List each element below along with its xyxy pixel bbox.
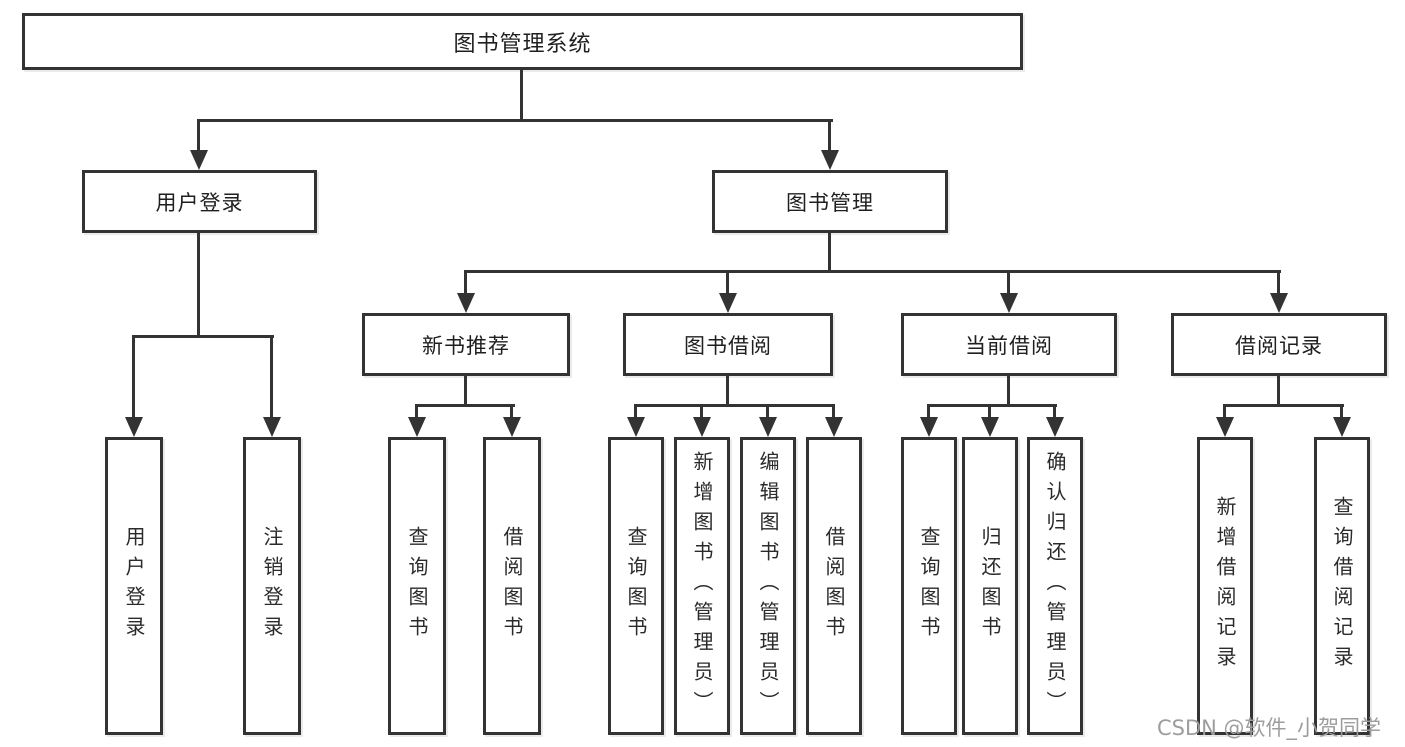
connector-stub (828, 119, 831, 151)
connector-stub (1340, 404, 1343, 418)
connector-user-login-hline (132, 335, 274, 338)
node-label: 查询借阅记录 (1330, 496, 1354, 676)
node-book-management: 图书管理 (712, 170, 948, 233)
connector-stub (832, 404, 835, 418)
node-label: 借阅图书 (500, 526, 524, 646)
node-label: 确认归还（管理员） (1043, 451, 1067, 721)
node-label: 用户登录 (155, 190, 244, 215)
leaf-search-books-current: 查询图书 (901, 437, 957, 735)
leaf-borrow-books-borrowing: 借阅图书 (806, 437, 862, 735)
node-label: 新书推荐 (422, 333, 510, 358)
arrowhead-down (125, 417, 143, 437)
node-label: 图书管理系统 (453, 31, 592, 57)
arrowhead-down (759, 417, 777, 437)
node-label: 图书借阅 (684, 333, 772, 358)
node-label: 查询图书 (405, 526, 429, 646)
connector-vline (1007, 376, 1010, 407)
arrowhead-down (920, 417, 938, 437)
node-user-login: 用户登录 (82, 170, 317, 233)
node-label: 注销登录 (260, 526, 284, 646)
arrowhead-down (1000, 293, 1018, 313)
connector-stub (270, 335, 273, 418)
arrowhead-down (408, 417, 426, 437)
leaf-add-book-admin: 新增图书（管理员） (674, 437, 730, 735)
arrowhead-down (1216, 417, 1234, 437)
connector-root-vline (520, 70, 523, 122)
connector-user-login-vline (197, 233, 200, 338)
connector-vline (1277, 376, 1280, 407)
node-label: 查询图书 (917, 526, 941, 646)
node-library-management-system: 图书管理系统 (22, 13, 1023, 70)
connector-stub (1007, 270, 1010, 294)
node-new-book-recommend: 新书推荐 (362, 313, 570, 376)
connector-hline (927, 404, 1057, 407)
node-current-borrowing: 当前借阅 (901, 313, 1117, 376)
connector-hline (634, 404, 835, 407)
leaf-edit-book-admin: 编辑图书（管理员） (740, 437, 796, 735)
connector-stub (1277, 270, 1280, 294)
node-label: 当前借阅 (965, 333, 1053, 358)
connector-stub (927, 404, 930, 418)
arrowhead-down (981, 417, 999, 437)
node-label: 图书管理 (786, 190, 874, 215)
connector-stub (464, 270, 467, 294)
arrowhead-down (1046, 417, 1064, 437)
connector-hline (1223, 404, 1344, 407)
arrowhead-down (190, 150, 208, 170)
connector-stub (988, 404, 991, 418)
node-label: 新增借阅记录 (1213, 496, 1237, 676)
connector-stub (1223, 404, 1226, 418)
connector-book-mgmt-vline (828, 233, 831, 273)
connector-stub (1053, 404, 1056, 418)
node-label: 新增图书（管理员） (690, 451, 714, 721)
arrowhead-down (693, 417, 711, 437)
arrowhead-down (1270, 293, 1288, 313)
arrowhead-down (503, 417, 521, 437)
leaf-return-book: 归还图书 (962, 437, 1018, 735)
leaf-add-borrow-record: 新增借阅记录 (1197, 437, 1253, 735)
csdn-watermark: CSDN @软件_小贺同学 (1157, 716, 1382, 740)
connector-vline (464, 376, 467, 407)
node-label: 用户登录 (122, 526, 146, 646)
leaf-search-books-borrowing: 查询图书 (608, 437, 664, 735)
arrowhead-down (263, 417, 281, 437)
arrowhead-down (627, 417, 645, 437)
leaf-search-books-recommend: 查询图书 (388, 437, 446, 735)
connector-stub (700, 404, 703, 418)
node-label: 借阅记录 (1235, 333, 1323, 358)
connector-root-hline (197, 119, 833, 122)
connector-vline (726, 376, 729, 407)
connector-stub (132, 335, 135, 418)
connector-book-mgmt-hline (464, 270, 1281, 273)
node-book-borrowing: 图书借阅 (623, 313, 833, 376)
node-label: 借阅图书 (822, 526, 846, 646)
connector-stub (634, 404, 637, 418)
node-label: 编辑图书（管理员） (756, 451, 780, 721)
node-label: 归还图书 (978, 526, 1002, 646)
connector-stub (766, 404, 769, 418)
leaf-confirm-return-admin: 确认归还（管理员） (1027, 437, 1083, 735)
arrowhead-down (719, 293, 737, 313)
arrowhead-down (1333, 417, 1351, 437)
leaf-search-borrow-record: 查询借阅记录 (1314, 437, 1370, 735)
arrowhead-down (825, 417, 843, 437)
connector-stub (197, 119, 200, 151)
leaf-logout: 注销登录 (243, 437, 301, 735)
connector-stub (415, 404, 418, 418)
connector-stub (726, 270, 729, 294)
node-borrow-records: 借阅记录 (1171, 313, 1387, 376)
node-label: 查询图书 (624, 526, 648, 646)
leaf-user-login: 用户登录 (105, 437, 163, 735)
arrowhead-down (457, 293, 475, 313)
connector-stub (510, 404, 513, 418)
connector-hline (415, 404, 515, 407)
arrowhead-down (821, 150, 839, 170)
leaf-borrow-books-recommend: 借阅图书 (483, 437, 541, 735)
